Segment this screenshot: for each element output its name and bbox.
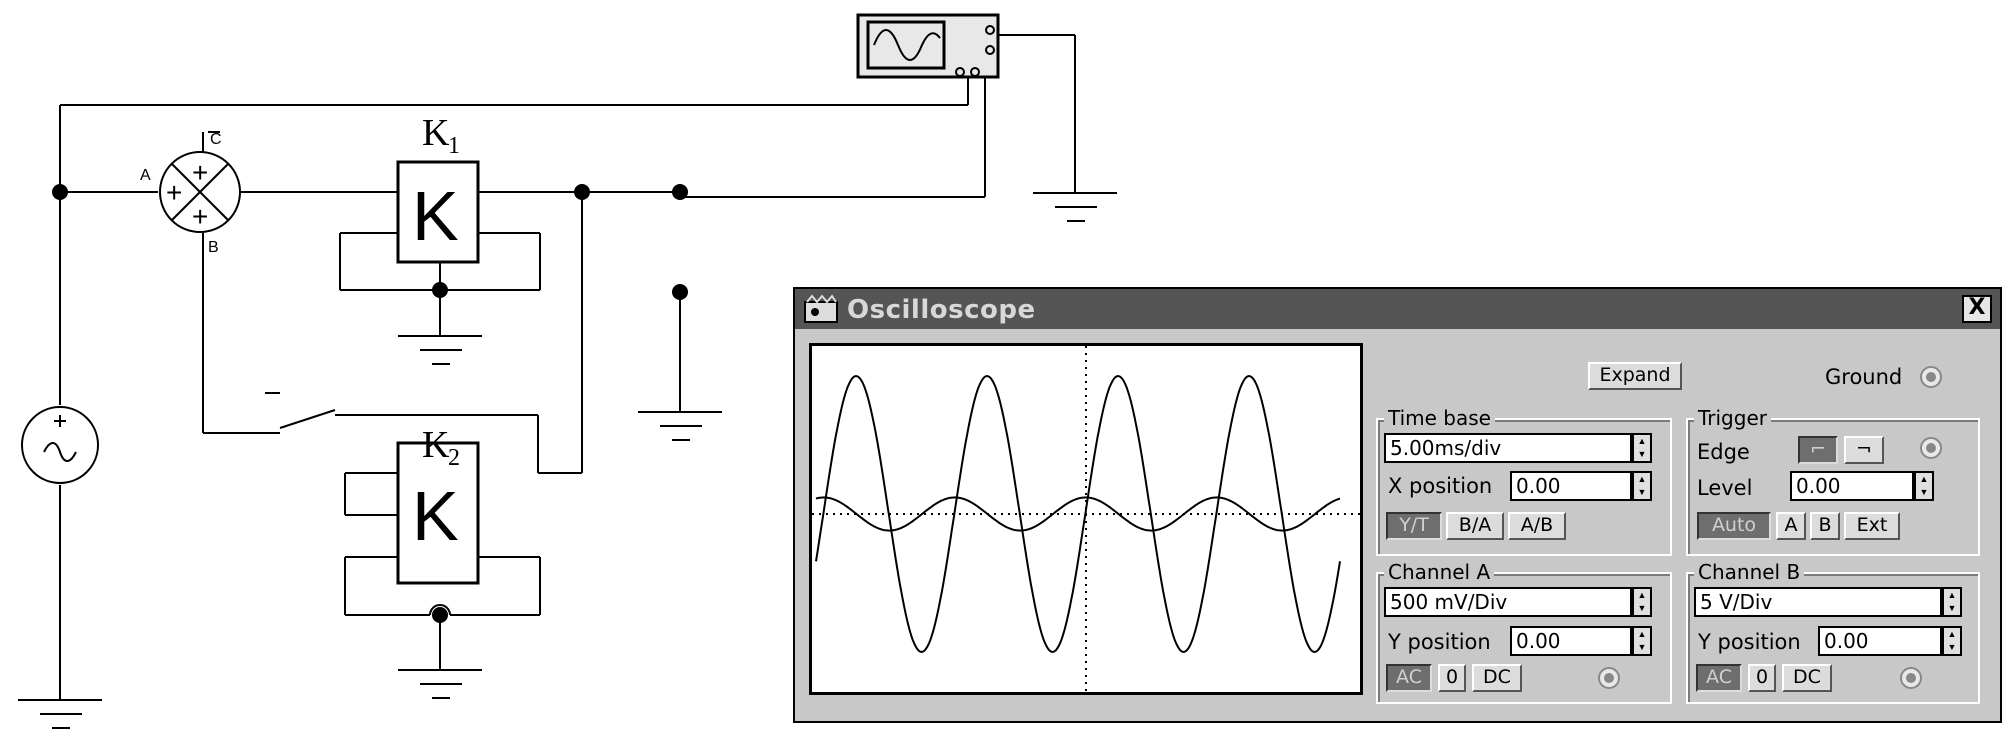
time-base-stepper[interactable]: ▲▼ [1632,433,1652,463]
display-screen [809,343,1363,695]
x-position-stepper[interactable]: ▲▼ [1632,471,1652,501]
channel-b-y-position-stepper[interactable]: ▲▼ [1942,626,1962,656]
channel-b-radio[interactable] [1900,667,1922,689]
trigger-auto-button[interactable]: Auto [1697,512,1771,540]
summer-plus-left: + [166,177,182,208]
level-input[interactable]: 0.00 [1790,471,1914,501]
channel-a-scale-stepper[interactable]: ▲▼ [1632,587,1652,617]
k1-block-label: K [412,177,459,255]
expand-button[interactable]: Expand [1588,362,1682,390]
summer-plus-bottom: + [192,201,208,232]
summer-plus-top: + [192,157,208,188]
channel-b-trace [815,375,1341,653]
level-stepper[interactable]: ▲▼ [1914,471,1934,501]
ground-label: Ground [1825,365,1903,389]
channel-a-frame: Channel A [1376,560,1672,704]
level-label: Level [1697,476,1753,500]
channel-b-dc-button[interactable]: DC [1782,664,1832,692]
channel-b-scale-input[interactable]: 5 V/Div [1694,587,1942,617]
edge-rising-button[interactable]: ⌐ [1798,436,1838,464]
oscilloscope-app-icon [804,294,838,323]
channel-b-title: Channel B [1694,560,1805,584]
channel-a-y-position-stepper[interactable]: ▲▼ [1632,626,1652,656]
channel-b-y-position-input[interactable]: 0.00 [1818,626,1942,656]
close-button[interactable]: X [1962,295,1992,323]
k2-label: K [422,424,450,466]
channel-b-frame: Channel B [1686,560,1980,704]
edge-label: Edge [1697,440,1750,464]
ground-radio[interactable] [1920,366,1942,388]
falling-edge-icon: ¬ [1856,438,1872,460]
channel-b-ac-button[interactable]: AC [1696,664,1742,692]
trigger-a-button[interactable]: A [1776,512,1806,540]
trigger-title: Trigger [1694,406,1771,430]
k1-label: K [422,112,450,154]
mode-yt-button[interactable]: Y/T [1386,512,1442,540]
x-position-label: X position [1388,474,1493,498]
rising-edge-icon: ⌐ [1810,438,1826,460]
trigger-ext-button[interactable]: Ext [1844,512,1900,540]
time-base-frame: Time base [1376,406,1672,556]
waveform-display [812,346,1360,692]
summer-input-a: A [140,167,151,184]
summer-input-c: C [210,131,222,148]
channel-a-y-position-label: Y position [1388,630,1491,654]
title-bar[interactable]: Oscilloscope X [795,289,2000,329]
channel-a-title: Channel A [1384,560,1495,584]
oscilloscope-window: Oscilloscope X Expand Time base Trigger … [793,287,2002,723]
channel-a-ac-button[interactable]: AC [1386,664,1432,692]
edge-radio[interactable] [1920,437,1942,459]
channel-a-trace [815,496,1341,532]
channel-a-zero-button[interactable]: 0 [1438,664,1466,692]
trigger-b-button[interactable]: B [1810,512,1840,540]
channel-b-y-position-label: Y position [1698,630,1801,654]
channel-b-zero-button[interactable]: 0 [1748,664,1776,692]
x-position-input[interactable]: 0.00 [1510,471,1632,501]
channel-a-y-position-input[interactable]: 0.00 [1510,626,1632,656]
trigger-frame: Trigger [1686,406,1980,556]
summer-input-b: B [208,239,219,256]
channel-a-dc-button[interactable]: DC [1472,664,1522,692]
oscilloscope-body: Expand Time base Trigger Channel A Chann… [795,329,2000,721]
window-title: Oscilloscope [847,295,1036,325]
time-base-input[interactable]: 5.00ms/div [1384,433,1632,463]
k2-block-label: K [412,477,459,555]
k2-subscript: 2 [448,445,460,471]
mode-ab-button[interactable]: A/B [1508,512,1566,540]
mode-ba-button[interactable]: B/A [1446,512,1504,540]
time-base-title: Time base [1384,406,1495,430]
channel-b-scale-stepper[interactable]: ▲▼ [1942,587,1962,617]
k1-subscript: 1 [448,133,460,159]
channel-a-scale-input[interactable]: 500 mV/Div [1384,587,1632,617]
edge-falling-button[interactable]: ¬ [1844,436,1884,464]
channel-a-radio[interactable] [1598,667,1620,689]
